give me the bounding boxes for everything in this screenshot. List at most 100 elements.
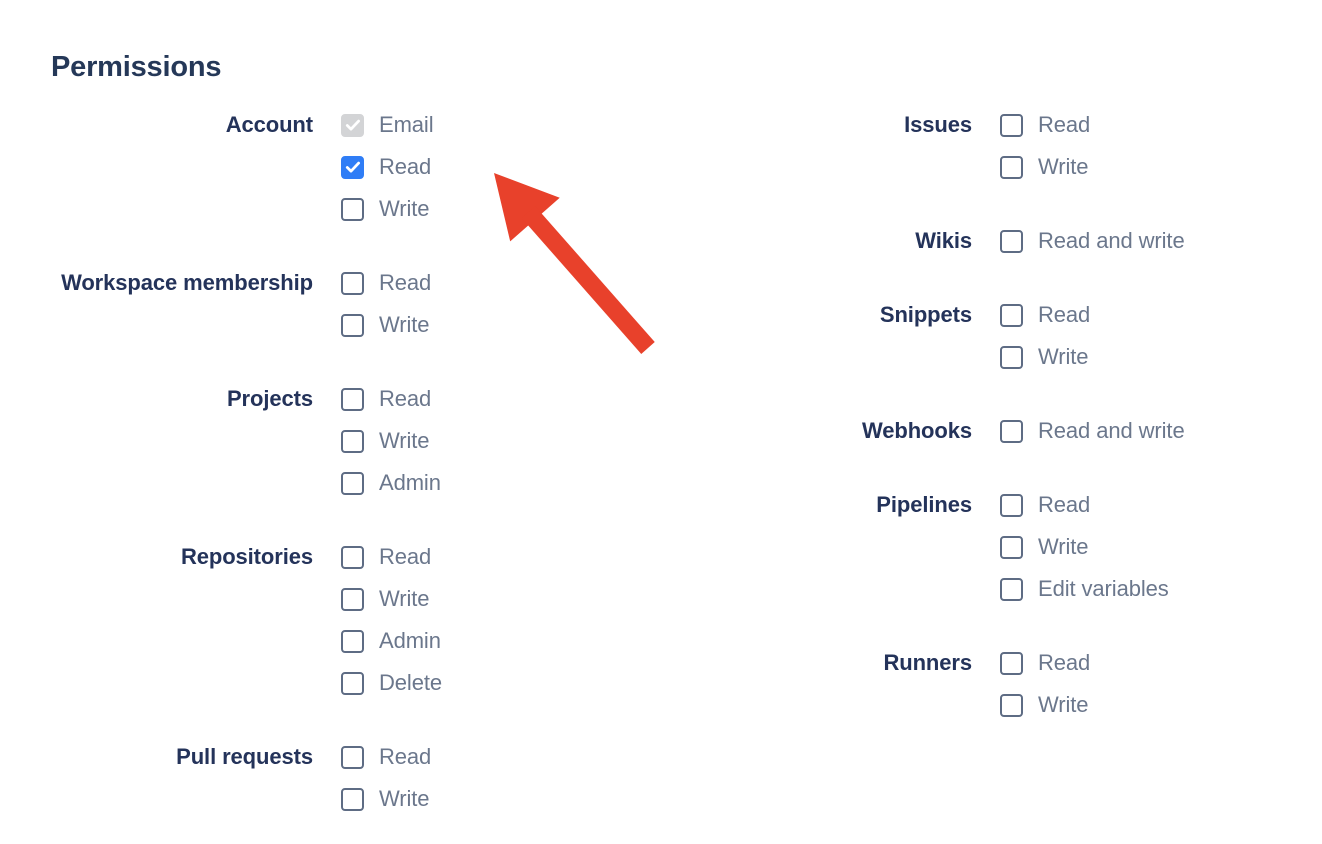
checkbox-workspace-membership-write[interactable] bbox=[341, 313, 364, 337]
checkbox-pipelines-write[interactable] bbox=[1000, 535, 1023, 559]
permission-option-label: Read bbox=[379, 270, 432, 295]
permission-group: Wikis Read and write bbox=[660, 220, 1322, 262]
checkbox-account-read[interactable] bbox=[341, 155, 364, 179]
permission-option-list: Read and write bbox=[1000, 220, 1185, 262]
permission-option-row[interactable]: Write bbox=[1000, 146, 1090, 188]
checkbox-pull-requests-read[interactable] bbox=[341, 745, 364, 769]
permission-option-row[interactable]: Read bbox=[341, 262, 431, 304]
checkbox-repositories-delete[interactable] bbox=[341, 671, 364, 695]
permission-option-row[interactable]: Read and write bbox=[1000, 410, 1185, 452]
checkbox-snippets-write[interactable] bbox=[1000, 345, 1023, 369]
permission-option-row[interactable]: Write bbox=[341, 578, 442, 620]
permission-option-label: Write bbox=[379, 786, 430, 811]
checkbox-projects-read[interactable] bbox=[341, 387, 364, 411]
permission-option-row[interactable]: Admin bbox=[341, 620, 442, 662]
permission-option-label: Read bbox=[1038, 302, 1091, 327]
permission-option-row[interactable]: Write bbox=[341, 304, 431, 346]
permission-option-row[interactable]: Email bbox=[341, 104, 434, 146]
permission-option-row[interactable]: Read bbox=[1000, 104, 1090, 146]
checkbox-pipelines-edit-variables[interactable] bbox=[1000, 577, 1023, 601]
permission-option-row[interactable]: Write bbox=[341, 188, 434, 230]
checkbox-repositories-admin[interactable] bbox=[341, 629, 364, 653]
checkbox-repositories-read[interactable] bbox=[341, 545, 364, 569]
permission-option-row[interactable]: Read bbox=[341, 736, 431, 778]
checkbox-runners-write[interactable] bbox=[1000, 693, 1023, 717]
permission-option-label: Read bbox=[379, 154, 432, 179]
permission-option-list: Read and write bbox=[1000, 410, 1185, 452]
permission-group-label: Pull requests bbox=[176, 744, 313, 769]
permission-option-row[interactable]: Admin bbox=[341, 462, 441, 504]
checkbox-wikis-read-and-write[interactable] bbox=[1000, 229, 1023, 253]
permission-option-row[interactable]: Read and write bbox=[1000, 220, 1185, 262]
permission-option-label: Delete bbox=[379, 670, 442, 695]
checkbox-webhooks-read-and-write[interactable] bbox=[1000, 419, 1023, 443]
checkbox-projects-admin[interactable] bbox=[341, 471, 364, 495]
permission-option-label: Read and write bbox=[1038, 228, 1185, 253]
permission-option-label: Write bbox=[379, 428, 430, 453]
permission-option-label: Write bbox=[1038, 692, 1089, 717]
page-title: Permissions bbox=[51, 51, 222, 83]
permission-option-label: Email bbox=[379, 112, 434, 137]
permission-option-label: Read bbox=[1038, 492, 1091, 517]
permission-option-row[interactable]: Delete bbox=[341, 662, 442, 704]
permission-option-row[interactable]: Write bbox=[1000, 336, 1090, 378]
permission-option-label: Read and write bbox=[1038, 418, 1185, 443]
checkbox-account-write[interactable] bbox=[341, 197, 364, 221]
permission-option-label: Write bbox=[1038, 344, 1089, 369]
permission-option-label: Write bbox=[379, 586, 430, 611]
permission-option-label: Read bbox=[379, 544, 432, 569]
permission-group-label: Issues bbox=[904, 112, 972, 137]
permission-option-label: Read bbox=[379, 744, 432, 769]
permission-group-label: Pipelines bbox=[876, 492, 972, 517]
permission-option-row[interactable]: Read bbox=[341, 536, 442, 578]
checkbox-projects-write[interactable] bbox=[341, 429, 364, 453]
permission-option-row[interactable]: Write bbox=[341, 778, 431, 820]
permission-option-row[interactable]: Write bbox=[1000, 526, 1169, 568]
permission-option-label: Write bbox=[1038, 154, 1089, 179]
permission-option-label: Admin bbox=[379, 628, 441, 653]
permission-option-label: Read bbox=[1038, 650, 1091, 675]
permission-option-label: Read bbox=[379, 386, 432, 411]
permission-option-row[interactable]: Read bbox=[1000, 294, 1090, 336]
checkbox-pipelines-read[interactable] bbox=[1000, 493, 1023, 517]
checkbox-pull-requests-write[interactable] bbox=[341, 787, 364, 811]
permission-option-row[interactable]: Edit variables bbox=[1000, 568, 1169, 610]
permission-group-label: Repositories bbox=[180, 544, 313, 569]
permission-option-row[interactable]: Read bbox=[1000, 484, 1169, 526]
permission-group-label: Workspace membership bbox=[61, 270, 313, 295]
permission-option-row[interactable]: Read bbox=[341, 378, 441, 420]
checkbox-account-email bbox=[341, 113, 364, 137]
permission-group-label: Runners bbox=[883, 650, 972, 675]
permission-option-row[interactable]: Write bbox=[341, 420, 441, 462]
permission-option-label: Write bbox=[1038, 534, 1089, 559]
checkbox-runners-read[interactable] bbox=[1000, 651, 1023, 675]
permission-group-label: Webhooks bbox=[861, 418, 972, 443]
checkbox-issues-write[interactable] bbox=[1000, 155, 1023, 179]
checkbox-issues-read[interactable] bbox=[1000, 113, 1023, 137]
checkbox-repositories-write[interactable] bbox=[341, 587, 364, 611]
permission-option-row[interactable]: Write bbox=[1000, 684, 1090, 726]
checkbox-snippets-read[interactable] bbox=[1000, 303, 1023, 327]
permission-option-row[interactable]: Read bbox=[341, 146, 434, 188]
permission-option-label: Edit variables bbox=[1038, 576, 1169, 601]
permission-group-label: Wikis bbox=[915, 228, 972, 253]
permission-option-row[interactable]: Read bbox=[1000, 642, 1090, 684]
permission-option-label: Write bbox=[379, 196, 430, 221]
checkbox-workspace-membership-read[interactable] bbox=[341, 271, 364, 295]
